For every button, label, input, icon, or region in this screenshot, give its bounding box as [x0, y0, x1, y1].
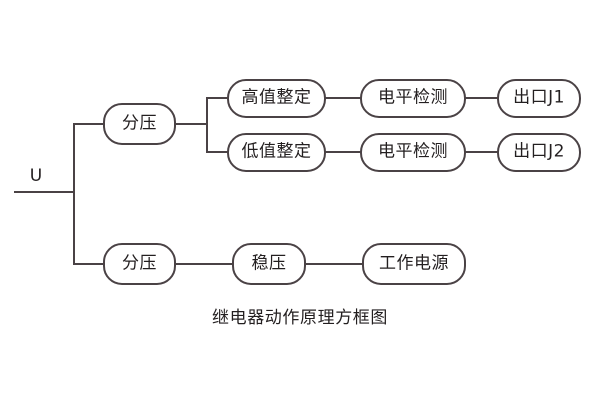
node-output-j1-label: 出口J1	[513, 87, 565, 108]
node-output-j2[interactable]: 出口J2	[497, 133, 581, 172]
node-level-detect-high[interactable]: 电平检测	[360, 79, 466, 118]
node-output-j2-label: 出口J2	[513, 141, 565, 162]
node-high-setting[interactable]: 高值整定	[227, 79, 326, 118]
node-regulator[interactable]: 稳压	[232, 243, 306, 285]
node-divider-top[interactable]: 分压	[103, 103, 176, 145]
node-low-setting-label: 低值整定	[241, 141, 312, 162]
node-regulator-label: 稳压	[251, 253, 287, 273]
node-output-j1[interactable]: 出口J1	[497, 79, 581, 118]
node-divider-bottom-label: 分压	[122, 253, 157, 273]
node-level-detect-low[interactable]: 电平检测	[360, 133, 466, 172]
node-low-setting[interactable]: 低值整定	[227, 133, 326, 172]
node-working-power[interactable]: 工作电源	[362, 243, 466, 285]
input-voltage-label: U	[29, 166, 43, 186]
node-level-detect-low-label: 电平检测	[378, 141, 448, 162]
node-high-setting-label: 高值整定	[241, 87, 312, 108]
node-level-detect-high-label: 电平检测	[378, 87, 448, 108]
diagram-caption: 继电器动作原理方框图	[212, 308, 388, 328]
node-working-power-label: 工作电源	[379, 253, 449, 273]
node-divider-top-label: 分压	[122, 113, 157, 133]
node-divider-bottom[interactable]: 分压	[103, 243, 176, 285]
